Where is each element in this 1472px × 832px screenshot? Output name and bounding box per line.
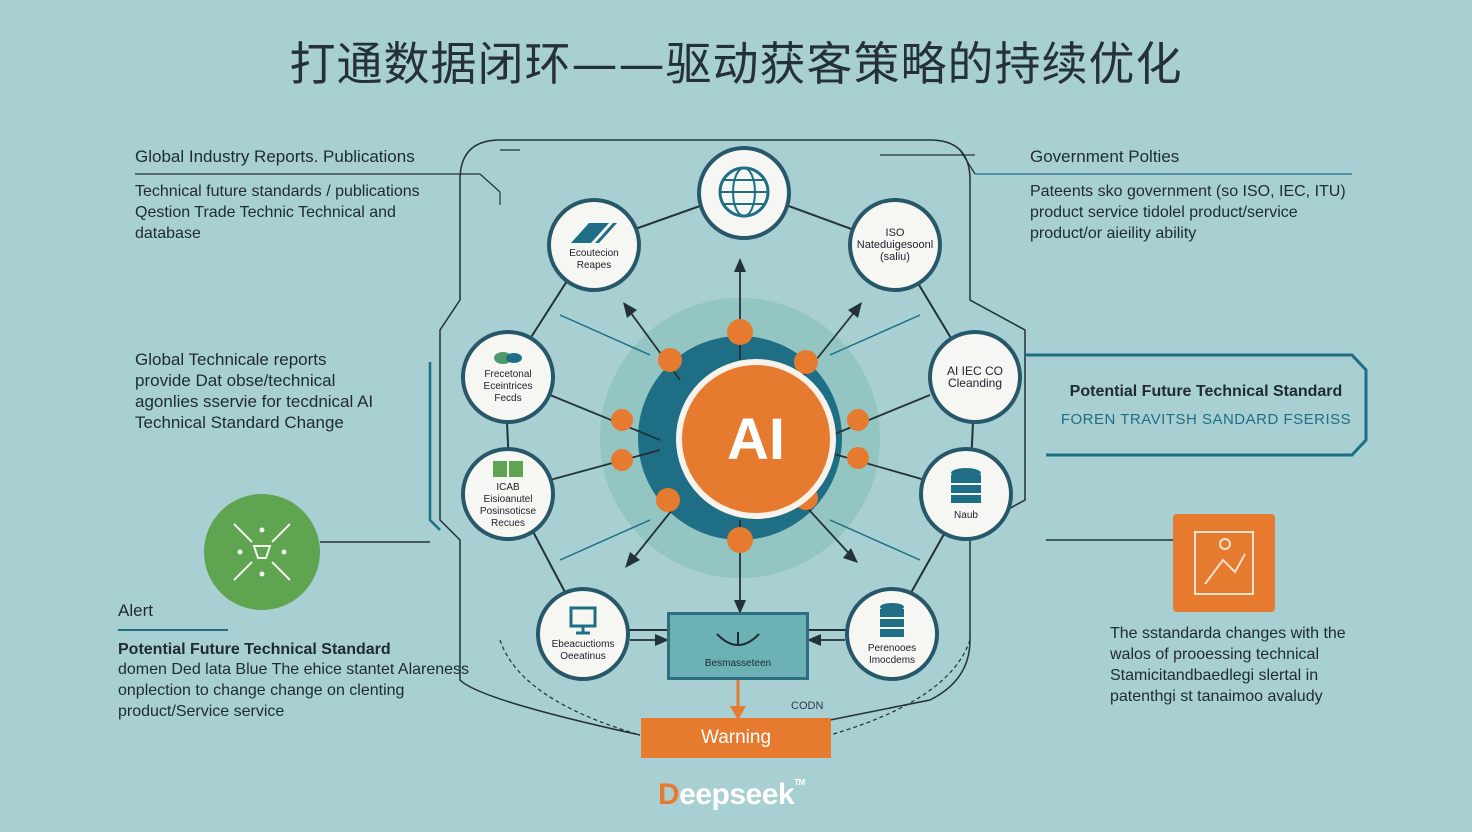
monitor-icon (569, 606, 597, 634)
alert-body-line: domen Ded lata Blue The ehice stantet Al… (118, 661, 470, 678)
right-block-line: product/or aieility ability (1030, 225, 1197, 242)
node-label: Ebeacuctioms Oeeatinus (551, 638, 615, 662)
alert-circle-icon (204, 494, 320, 610)
center-box-label: Besmasseteen (704, 658, 772, 669)
alert-body-line: onplection to change change on clenting (118, 682, 405, 699)
left-block-2-line: Technical Standard Change (135, 413, 344, 432)
node-label: AI IEC CO Cleanding (946, 364, 1003, 390)
left-block-2-line: agonlies sservie for tecdnical AI (135, 392, 374, 411)
node-lr: Naub (919, 447, 1013, 541)
alert-body-line: product/Service service (118, 703, 285, 720)
left-block-1-line: Technical future standards / publication… (135, 183, 420, 200)
node-label: Perenooes Imocdems (867, 642, 917, 666)
node-ml: Frecetonal Eceintrices Fecds (461, 330, 555, 424)
globe-icon (718, 166, 770, 217)
standard-subtitle: FOREN TRAVITSH SANDARD FSERISS (1060, 410, 1352, 428)
left-heading-reports: Global Industry Reports. Publications (135, 147, 415, 166)
node-bl: Ebeacuctioms Oeeatinus (536, 587, 630, 681)
right-note-line: Stamicitandbaedlegi slertal in (1110, 667, 1319, 684)
right-note-line: The sstandarda changes with the (1110, 625, 1346, 642)
database-icon (951, 467, 981, 503)
alert-title: Potential Future Technical Standard (118, 641, 391, 658)
radar-icon (233, 523, 291, 581)
node-tl: Ecoutecion Reapes (547, 198, 641, 292)
node-tr: ISO Nateduigesoonl (saliu) (848, 198, 942, 292)
brand-logo-text: eepseek (679, 778, 795, 811)
left-block-2-line: Global Technicale reports (135, 350, 327, 369)
codn-label: CODN (791, 700, 824, 712)
alert-body: domen Ded lata Blue The ehice stantet Al… (118, 659, 469, 722)
node-br: Perenooes Imocdems (845, 587, 939, 681)
right-note-line: walos of prooessing technical (1110, 646, 1320, 663)
node-label: Naub (954, 509, 978, 521)
left-block-2: Global Technicale reports provide Dat ob… (135, 349, 373, 433)
center-process-box: Besmasseteen (667, 612, 809, 680)
left-block-1-line: Qestion Trade Technic Technical and (135, 204, 396, 221)
ai-core: AI (676, 359, 836, 519)
right-block-line: Pateents sko government (so ISO, IEC, IT… (1030, 183, 1346, 200)
left-block-1: Technical future standards / publication… (135, 181, 420, 244)
right-note: The sstandarda changes with the walos of… (1110, 623, 1346, 707)
left-block-1-line: database (135, 225, 201, 242)
right-block-line: product service tidolel product/service (1030, 204, 1298, 221)
process-icon (1173, 514, 1275, 612)
chart-icon (1194, 531, 1254, 595)
brand-logo-tm: TM (794, 778, 805, 787)
standard-title: Potential Future Technical Standard (1069, 382, 1343, 400)
node-label: ICAB Eisioanutel Posinsoticse Recues (479, 481, 537, 529)
node-ll: ICAB Eisioanutel Posinsoticse Recues (461, 447, 555, 541)
node-label: Ecoutecion Reapes (569, 247, 619, 271)
page-title: 打通数据闭环——驱动获客策略的持续优化 (289, 37, 1183, 91)
left-block-2-line: provide Dat obse/technical (135, 371, 336, 390)
right-block: Pateents sko government (so ISO, IEC, IT… (1030, 181, 1346, 244)
node-globe (697, 146, 791, 240)
node-label: Frecetonal Eceintrices Fecds (483, 368, 533, 404)
right-note-line: patenthgi st tanaimoo avaludy (1110, 688, 1323, 705)
alert-heading: Alert (118, 601, 153, 620)
right-heading-government: Government Polties (1030, 147, 1180, 166)
warning-button[interactable]: Warning (641, 718, 831, 758)
server-icon (880, 602, 904, 637)
node-mr: AI IEC CO Cleanding (928, 330, 1022, 424)
node-label: ISO Nateduigesoonl (saliu) (856, 227, 934, 263)
book-icon (493, 460, 523, 477)
brand-logo: DeepseekTM (658, 778, 805, 812)
gauge-icon (716, 632, 760, 646)
standard-box: Potential Future Technical Standard FORE… (1046, 355, 1366, 455)
chart-trend-icon (571, 222, 617, 243)
brand-logo-initial: D (658, 778, 680, 811)
chat-bubbles-icon (494, 351, 522, 364)
